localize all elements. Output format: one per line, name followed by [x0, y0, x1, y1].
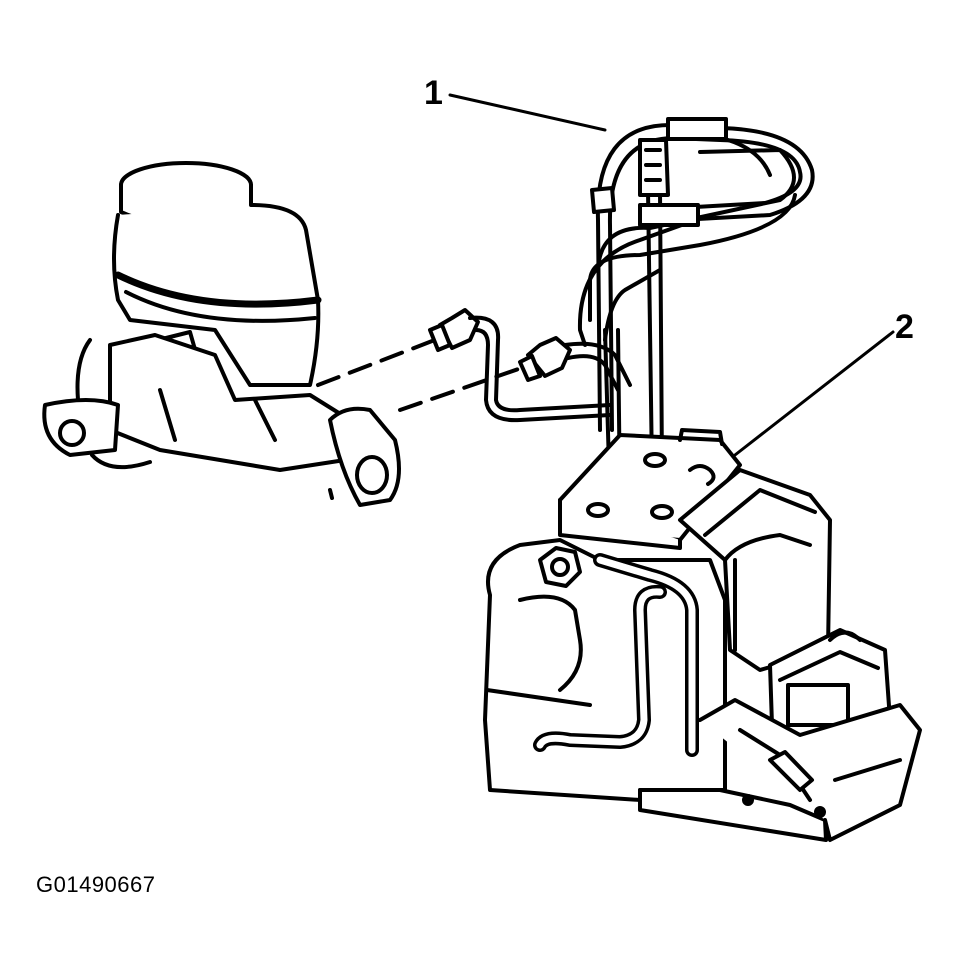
callout-label-2: 2 [895, 308, 914, 346]
master-cylinder [42, 161, 401, 507]
callout-label-1: 1 [424, 74, 443, 112]
callout-leaders [448, 93, 895, 457]
connector-dashes [316, 336, 532, 412]
leader-line-2 [733, 330, 895, 457]
figure-id: G01490667 [36, 872, 156, 897]
abs-modulator [483, 428, 922, 842]
brake-pipe-fittings [428, 308, 632, 423]
leader-line-1 [448, 93, 607, 132]
